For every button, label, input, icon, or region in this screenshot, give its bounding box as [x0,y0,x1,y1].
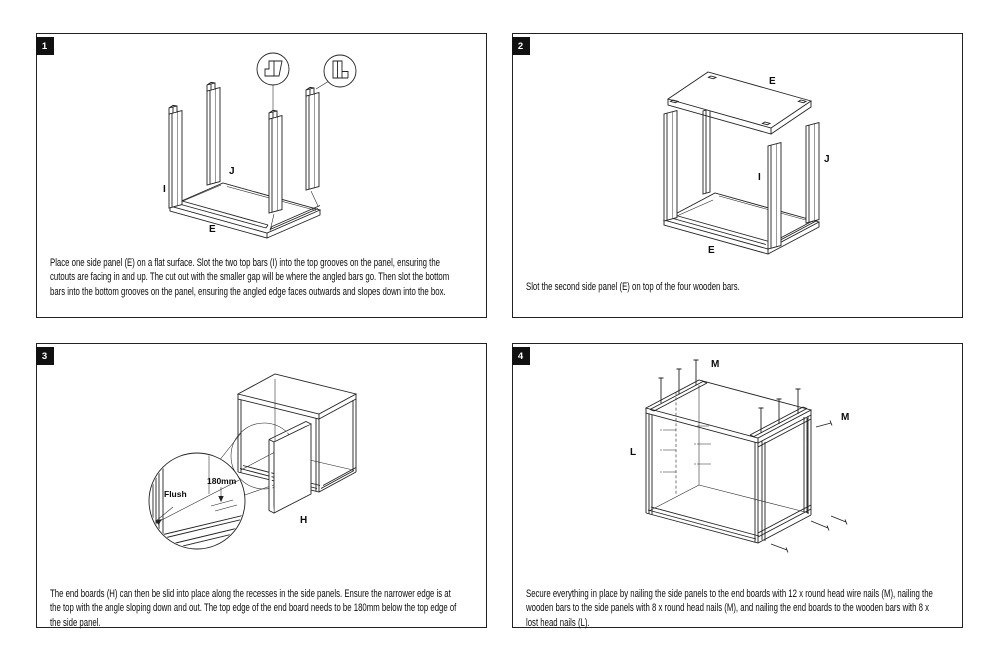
step-instruction: Slot the second side panel (E) on top of… [526,280,740,293]
side-panel-flat [168,182,322,239]
step-number-badge: 2 [511,37,530,55]
step-panel-1: 1 [35,33,487,318]
top-side-panel [666,71,813,135]
bottom-side-panel [662,192,821,255]
label-flush: Flush [164,489,187,499]
step-2-diagram: E J I E [662,71,830,256]
end-board [268,420,312,514]
step-4-diagram: M M L [630,359,849,553]
label-left-nails: L [630,447,636,458]
step-instruction: Secure everything in place by nailing th… [526,587,933,629]
step-number-badge: 1 [35,37,54,55]
label-bottom-bar: J [229,166,235,177]
side-nails [770,420,848,553]
label-top-bar: I [163,184,166,195]
hidden-nail-marks [660,425,711,473]
step-panel-3: 3 [35,343,487,629]
step-number-badge: 4 [511,347,530,365]
label-bottom-panel: E [708,245,715,256]
label-right-bar: J [824,154,830,165]
label-top-nails: M [711,359,719,370]
label-side-nails: M [841,412,849,423]
label-top-panel: E [769,76,776,87]
step-3-diagram: Flush 180mm H [148,373,358,550]
label-end-board: H [300,515,307,526]
label-side-panel: E [209,224,216,235]
step-panel-4: 4 [511,343,963,629]
step-number-badge: 3 [35,347,54,365]
step-panel-2: 2 [511,33,963,318]
step-instruction: Place one side panel (E) on a flat surfa… [50,256,450,298]
assembled-box [644,379,813,544]
label-180mm: 180mm [207,476,237,486]
cutout-detail-circles [256,52,357,111]
step-instruction: The end boards (H) can then be slid into… [50,587,457,629]
wooden-bars [663,108,820,250]
top-nails [658,359,801,433]
wooden-bars [168,81,320,232]
assembled-box [236,373,358,493]
zoom-detail-circle: Flush 180mm [148,452,246,550]
label-front-bar: I [758,172,761,183]
step-1-diagram: I J E [163,52,357,239]
